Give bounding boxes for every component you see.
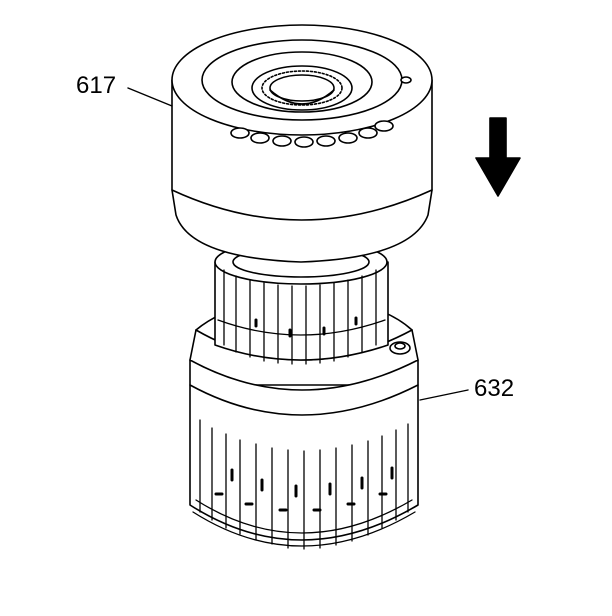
lower-spline-teeth — [192, 419, 416, 550]
leader-line-617 — [127, 87, 173, 107]
callout-617: 617 — [76, 72, 117, 99]
part-617-housing — [171, 24, 433, 263]
callout-632: 632 — [474, 375, 515, 402]
leader-line-632 — [419, 389, 469, 401]
arrow-down-icon — [475, 117, 521, 197]
fluid-holes — [230, 120, 394, 148]
